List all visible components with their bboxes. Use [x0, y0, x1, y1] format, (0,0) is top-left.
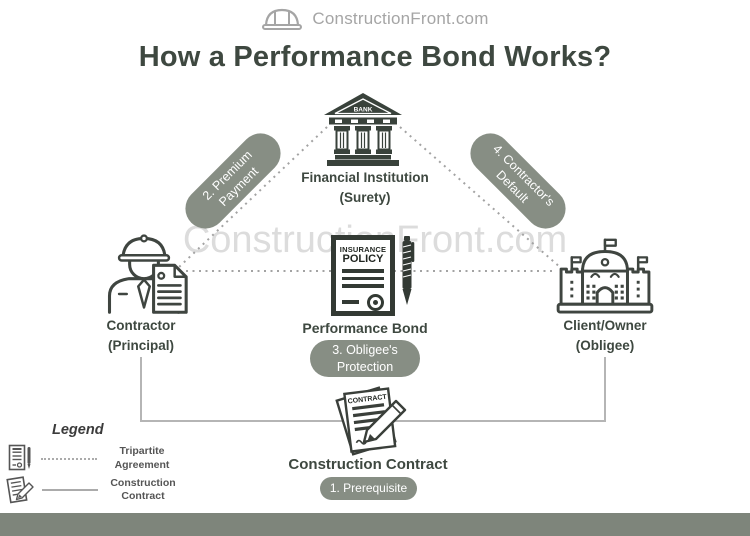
hard-hat-icon — [262, 8, 303, 30]
obligee-label-line2: (Obligee) — [575, 338, 635, 353]
step-1-label: 1. Prerequisite — [329, 481, 408, 496]
brand-name: ConstructionFront.com — [312, 8, 489, 28]
bank-icon: BANK — [324, 93, 402, 166]
policy-line — [342, 276, 384, 280]
step-1-prerequisite-pill: 1. Prerequisite — [320, 477, 417, 500]
bank-sign-text: BANK — [354, 107, 373, 114]
principal-label-line2: (Principal) — [107, 338, 174, 353]
legend-item-construction-contract: Construction Contract — [6, 475, 182, 505]
contract-doc-text: CONTRACT — [347, 394, 388, 406]
client-building-icon — [556, 238, 654, 314]
footer-bar — [0, 513, 750, 536]
policy-text-line2: POLICY — [342, 253, 384, 265]
policy-line — [342, 269, 384, 273]
legend-item-tripartite: Tripartite Agreement — [8, 444, 181, 473]
surety-label: Financial Institution (Surety) — [265, 168, 465, 208]
surety-label-line2: (Surety) — [339, 190, 391, 205]
policy-line — [342, 284, 384, 288]
legend-label-construction-contract: Construction Contract — [110, 476, 176, 503]
legend-solid-line-sample — [42, 489, 98, 491]
step-3-line2: Protection — [336, 359, 394, 374]
policy-line — [342, 300, 359, 304]
contract-icon: CONTRACT — [335, 386, 407, 456]
contractor-icon — [107, 234, 188, 314]
obligee-label: Client/Owner (Obligee) — [530, 316, 680, 356]
page-title: How a Performance Bond Works? — [138, 41, 612, 73]
step-3-obligees-protection-pill: 3. Obligee's Protection — [310, 340, 420, 377]
obligee-label-line1: Client/Owner — [563, 318, 647, 333]
pen-icon — [402, 236, 415, 305]
legend-dotted-line-sample — [41, 457, 97, 460]
policy-mini-icon — [8, 444, 31, 471]
contract-mini-icon — [6, 476, 34, 504]
principal-label-line1: Contractor — [106, 318, 176, 333]
insurance-policy-icon: INSURANCE POLICY — [331, 235, 415, 316]
step-3-line1: 3. Obligee's — [332, 343, 398, 357]
policy-seal-icon — [367, 293, 384, 311]
contract-label: Construction Contract — [288, 456, 448, 473]
legend-label-tripartite: Tripartite Agreement — [114, 445, 170, 471]
header-brand: ConstructionFront.com — [0, 6, 750, 31]
policy-text-line1: INSURANCE — [339, 245, 387, 254]
bond-label: Performance Bond — [302, 320, 428, 336]
principal-label: Contractor (Principal) — [66, 316, 216, 356]
tripartite-line-surety-principal — [177, 126, 328, 269]
legend-title: Legend — [52, 422, 104, 438]
surety-label-line1: Financial Institution — [301, 170, 429, 185]
policy-document: INSURANCE POLICY — [331, 235, 395, 316]
